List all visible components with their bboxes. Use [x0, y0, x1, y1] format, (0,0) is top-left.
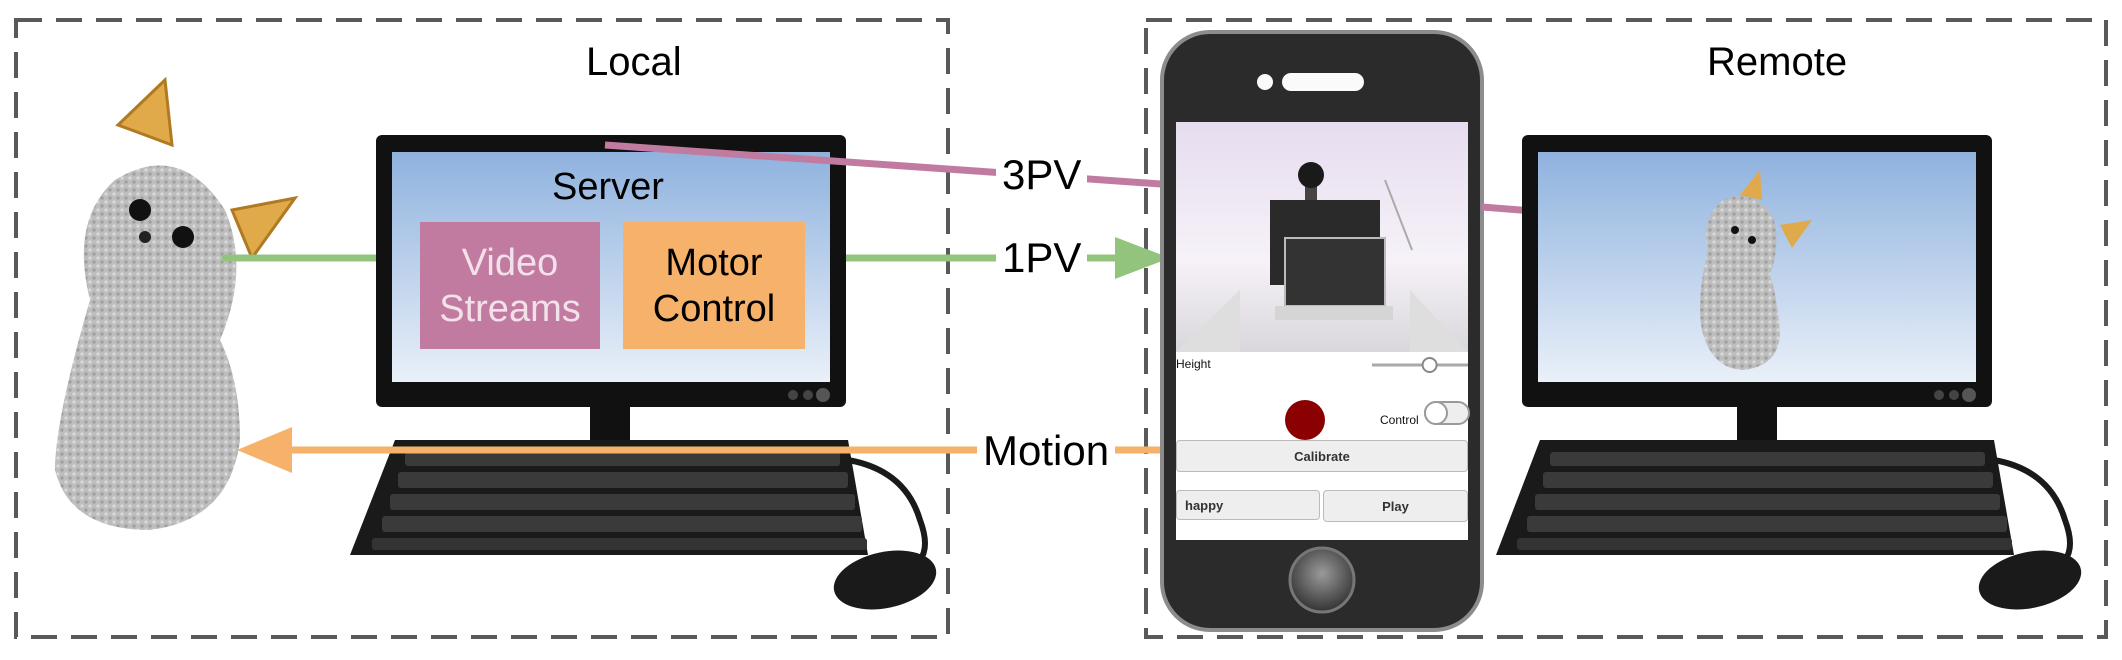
- motor-control-label: Motor Control: [652, 241, 776, 330]
- video-streams-box: [420, 222, 600, 349]
- motor-control-box: [623, 222, 805, 349]
- motion-label: Motion: [977, 427, 1116, 475]
- record-button[interactable]: [1285, 400, 1325, 440]
- remote-region: [1144, 18, 2108, 639]
- height-slider-thumb[interactable]: [1421, 357, 1438, 373]
- local-region: [14, 18, 950, 639]
- control-toggle-knob: [1424, 401, 1448, 425]
- height-label: Height: [1176, 357, 1211, 371]
- remote-robot-view: [1700, 170, 1812, 370]
- control-label: Control: [1380, 413, 1419, 427]
- emotion-select[interactable]: happy: [1176, 490, 1320, 520]
- play-button[interactable]: Play: [1323, 490, 1468, 522]
- phone-device: [1160, 30, 1484, 632]
- local-title: Local: [586, 40, 682, 84]
- remote-monitor: [1522, 135, 1992, 455]
- video-streams-label: Video Streams: [439, 241, 581, 330]
- first-person-arrowhead: [1115, 237, 1170, 279]
- first-person-label: 1PV: [996, 234, 1088, 282]
- third-person-label: 3PV: [996, 151, 1088, 199]
- remote-mouse: [1978, 457, 2082, 610]
- local-keyboard: [350, 440, 868, 555]
- server-title: Server: [552, 166, 664, 208]
- remote-title: Remote: [1707, 40, 1848, 84]
- robot-toy: [55, 76, 299, 531]
- motion-arrowhead: [237, 427, 292, 473]
- calibrate-button[interactable]: Calibrate: [1176, 440, 1468, 472]
- local-mouse: [833, 457, 937, 610]
- emotion-select-value: happy: [1185, 497, 1224, 513]
- server-monitor: [376, 135, 846, 455]
- remote-keyboard: [1496, 440, 2014, 555]
